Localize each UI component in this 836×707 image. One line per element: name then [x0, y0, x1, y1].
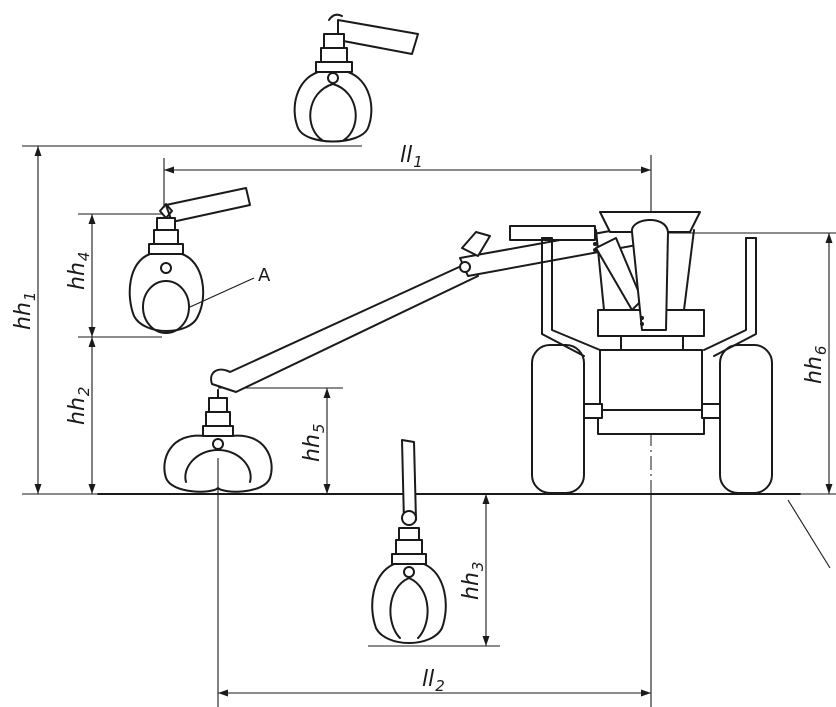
grapple-top [293, 13, 419, 143]
dim-label-hh1: hh1 [11, 292, 39, 330]
grapple-ground [163, 389, 273, 493]
dimension-lines [34, 146, 833, 697]
svg-text:ll2: ll2 [422, 667, 445, 695]
dim-label-hh2: hh2 [65, 387, 93, 425]
pointer-a [189, 277, 255, 308]
grapple-low [371, 439, 447, 644]
extension-lines [22, 145, 836, 707]
svg-text:hh1: hh1 [11, 292, 39, 330]
svg-text:hh5: hh5 [300, 424, 328, 462]
svg-text:hh3: hh3 [459, 562, 487, 600]
crane-boom [210, 221, 665, 393]
dim-label-ll2: ll2 [422, 667, 445, 695]
dim-label-ll1: ll1 [400, 143, 423, 171]
dim-label-hh4: hh4 [65, 252, 93, 290]
log-cross-section [142, 280, 190, 334]
label-a: A [258, 265, 271, 286]
tractor [531, 211, 773, 494]
svg-text:hh4: hh4 [65, 252, 93, 290]
dim-label-hh5: hh5 [300, 424, 328, 462]
dim-label-hh3: hh3 [459, 562, 487, 600]
svg-text:ll1: ll1 [400, 143, 423, 171]
dim-label-hh6: hh6 [802, 346, 830, 384]
svg-text:hh6: hh6 [802, 346, 830, 384]
svg-text:hh2: hh2 [65, 387, 93, 425]
grapple-with-log [128, 187, 251, 334]
